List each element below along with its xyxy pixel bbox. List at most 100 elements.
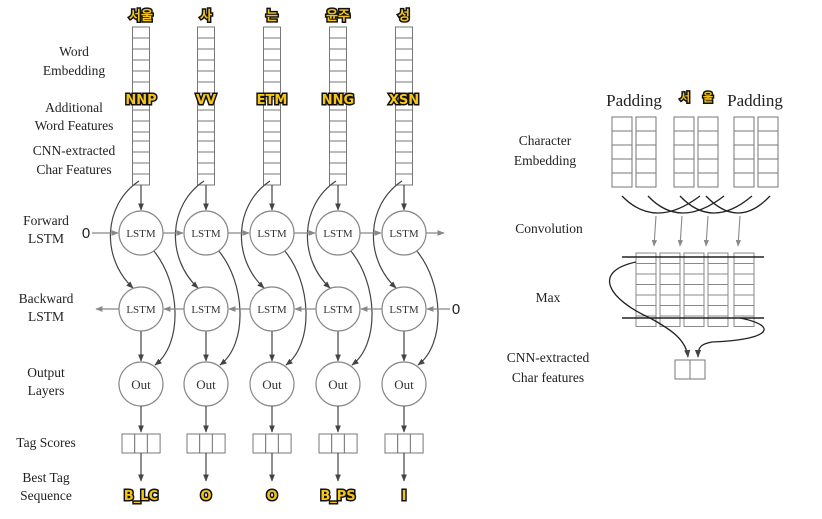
best-tag-token: B_LC xyxy=(124,489,158,504)
conv-arc xyxy=(621,195,701,214)
conv-arrow xyxy=(735,215,742,247)
label-best-tag-2: Sequence xyxy=(20,488,72,503)
char-embedding-cell xyxy=(697,172,719,188)
padding-right-label: Padding xyxy=(727,91,783,110)
max-grid-cell xyxy=(707,284,729,296)
embedding-cell xyxy=(329,151,347,164)
forward-lstm-label: LSTM xyxy=(191,228,221,240)
max-grid-cell xyxy=(683,284,705,296)
conv-arrow xyxy=(651,215,658,247)
max-grid-cell xyxy=(659,294,681,306)
embedding-cell xyxy=(197,109,215,122)
embedding-cell xyxy=(197,140,215,153)
label-backward-lstm-1: Backward xyxy=(19,291,74,306)
label-max: Max xyxy=(536,290,561,305)
forward-to-output-arrow xyxy=(349,249,373,366)
tag-score-cell xyxy=(384,433,399,454)
embedding-cell xyxy=(395,37,413,50)
char-embedding-cell xyxy=(611,172,633,188)
tag-score-cell xyxy=(134,433,148,454)
embedding-cell xyxy=(132,48,150,61)
label-best-tag-1: Best Tag xyxy=(22,470,69,485)
max-grid-cell xyxy=(659,252,681,264)
embedding-cell xyxy=(395,140,413,153)
backward-lstm-label: LSTM xyxy=(191,304,221,316)
tag-score-cell xyxy=(343,433,358,454)
input-to-backward-arrow xyxy=(109,180,140,289)
input-to-backward-arrow xyxy=(306,180,337,289)
tag-score-cell xyxy=(409,433,424,454)
output-label: Out xyxy=(394,377,414,392)
label-word-embedding-2: Embedding xyxy=(43,63,105,78)
embedding-cell xyxy=(329,59,347,72)
embedding-cell xyxy=(395,162,413,175)
word-token: 성 xyxy=(398,9,410,24)
char-embedding-cell xyxy=(611,130,633,146)
forward-init-zero: 0 xyxy=(82,225,90,242)
backward-lstm-label: LSTM xyxy=(323,304,353,316)
char-embedding-cell xyxy=(611,116,633,132)
output-label: Out xyxy=(131,377,151,392)
label-cnn-features-2: Char Features xyxy=(36,162,111,177)
char-embedding-cell xyxy=(697,130,719,146)
max-grid-cell xyxy=(683,273,705,285)
char-embedding-cell xyxy=(757,130,779,146)
forward-lstm-label: LSTM xyxy=(323,228,353,240)
char-embedding-cell xyxy=(635,130,657,146)
label-character-embedding-1: Character xyxy=(519,133,572,148)
embedding-cell xyxy=(132,37,150,50)
forward-to-output-arrow xyxy=(415,249,439,366)
tag-score-cell xyxy=(186,433,201,454)
embedding-cell xyxy=(197,120,215,133)
embedding-cell xyxy=(395,81,413,94)
max-grid-cell xyxy=(635,294,657,306)
char-embedding-cell xyxy=(697,116,719,132)
label-additional-features-1: Additional xyxy=(45,100,103,115)
best-tag-token: B_PS xyxy=(320,489,355,504)
embedding-cell xyxy=(329,109,347,122)
max-grid-cell xyxy=(707,315,729,327)
tag-score-cell xyxy=(397,433,411,454)
input-to-backward-arrow xyxy=(240,180,271,289)
embedding-cell xyxy=(395,26,413,39)
backward-lstm-label: LSTM xyxy=(126,304,156,316)
tag-score-cell xyxy=(318,433,333,454)
max-grid-cell xyxy=(635,305,657,317)
max-grid-cell xyxy=(683,294,705,306)
cnn-output-cell xyxy=(689,359,706,380)
char-embedding-cell xyxy=(757,144,779,160)
embedding-cell xyxy=(263,37,281,50)
max-grid-cell xyxy=(659,284,681,296)
forward-lstm-label: LSTM xyxy=(257,228,287,240)
char-2: 울 xyxy=(703,91,713,104)
max-grid-cell xyxy=(659,315,681,327)
forward-to-output-arrow xyxy=(152,249,176,366)
embedding-cell xyxy=(263,140,281,153)
embedding-cell xyxy=(263,48,281,61)
embedding-cell xyxy=(197,81,215,94)
label-word-embedding-1: Word xyxy=(59,44,89,59)
char-embedding-cell xyxy=(733,116,755,132)
embedding-cell xyxy=(395,151,413,164)
backward-lstm-label: LSTM xyxy=(389,304,419,316)
char-embedding-cell xyxy=(673,144,695,160)
embedding-cell xyxy=(263,109,281,122)
char-embedding-cell xyxy=(635,144,657,160)
embedding-cell xyxy=(132,59,150,72)
embedding-cell xyxy=(263,81,281,94)
embedding-cell xyxy=(263,120,281,133)
embedding-cell xyxy=(329,120,347,133)
embedding-cell xyxy=(197,48,215,61)
embedding-cell xyxy=(197,162,215,175)
word-token: 서울 xyxy=(129,8,153,24)
best-tag-token: O xyxy=(266,489,277,504)
max-grid-cell xyxy=(683,252,705,264)
max-grid-cell xyxy=(707,305,729,317)
tag-score-cell xyxy=(211,433,226,454)
output-label: Out xyxy=(196,377,216,392)
char-embedding-cell xyxy=(757,116,779,132)
input-to-backward-arrow xyxy=(372,180,403,289)
tag-score-cell xyxy=(331,433,345,454)
